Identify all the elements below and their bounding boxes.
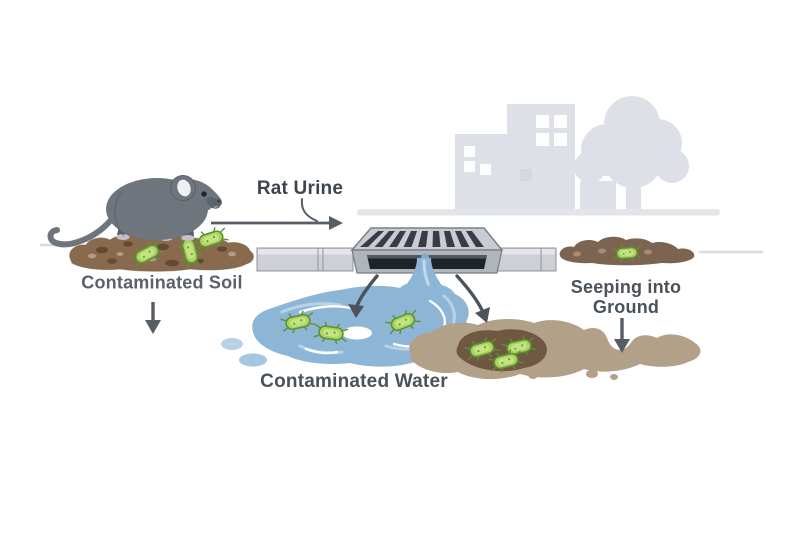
building-windows bbox=[464, 115, 567, 175]
rat-foot bbox=[116, 234, 130, 240]
puddle-highlight-hole bbox=[342, 326, 372, 340]
rat-urine-arrow-icon bbox=[211, 198, 343, 230]
rat-ear-inner bbox=[177, 179, 191, 197]
rat-foot bbox=[181, 235, 195, 241]
label-seeping-line1: Seeping into bbox=[570, 277, 682, 297]
drain-right-arrow-icon bbox=[455, 274, 490, 323]
rat-tail bbox=[47, 218, 113, 248]
label-seeping-into-ground: Seeping into Ground bbox=[551, 277, 701, 317]
ground-down-arrow-icon bbox=[614, 318, 630, 353]
contaminated-soil-mound bbox=[69, 224, 254, 272]
label-contaminated-water: Contaminated Water bbox=[260, 371, 448, 392]
building-window-faint bbox=[520, 169, 532, 181]
label-seeping-line2: Ground bbox=[592, 297, 660, 317]
label-rat-urine: Rat Urine bbox=[256, 178, 344, 199]
drain-grate-slats bbox=[360, 231, 484, 247]
drain-left-arrow-icon bbox=[348, 274, 379, 318]
storm-drain bbox=[350, 227, 504, 274]
water-droplet bbox=[221, 338, 243, 350]
label-contaminated-soil: Contaminated Soil bbox=[81, 272, 243, 293]
soil-dark-spots bbox=[96, 241, 227, 267]
flow-arrows bbox=[145, 198, 630, 353]
seepage-tan bbox=[409, 319, 701, 380]
seepage-patch bbox=[409, 319, 701, 380]
building-block bbox=[580, 181, 616, 209]
rat-eye bbox=[201, 191, 207, 197]
sidewalk-curb bbox=[256, 247, 557, 272]
soil-mound-right bbox=[559, 236, 695, 266]
rat-muzzle bbox=[206, 197, 220, 207]
city-silhouette bbox=[357, 96, 720, 216]
tree-silhouette bbox=[574, 96, 689, 209]
rat-illustration bbox=[47, 175, 223, 248]
rat-haunch-line bbox=[114, 191, 125, 237]
water-droplet bbox=[239, 353, 267, 367]
rat-mouth bbox=[211, 204, 221, 209]
rat-nose bbox=[217, 199, 221, 203]
soil-down-arrow-icon bbox=[145, 302, 161, 334]
background-ground-strip bbox=[357, 209, 720, 216]
